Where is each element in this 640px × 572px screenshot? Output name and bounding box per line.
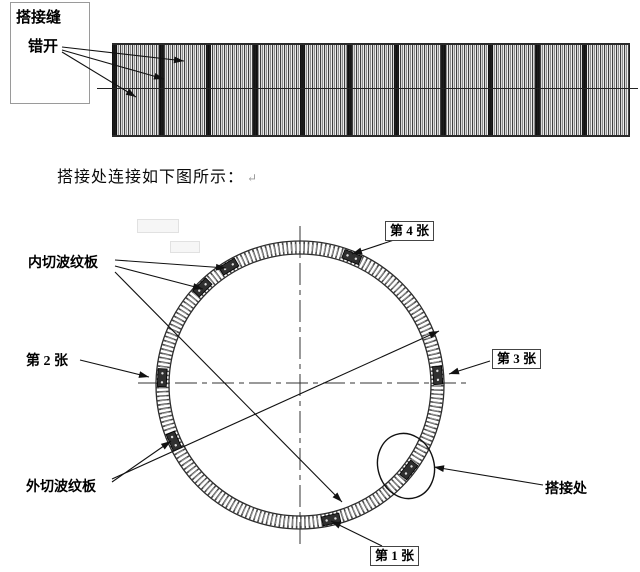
return-mark: ↵ — [247, 171, 259, 185]
label-sheet3: 第 3 张 — [492, 349, 542, 369]
ring-outer-edge — [155, 240, 445, 530]
ring-corrugation-light — [159, 244, 441, 526]
pipe-centerline — [97, 88, 638, 89]
seam-label-line2: 错开 — [28, 39, 59, 55]
seam-label-line1: 搭接缝 — [16, 10, 62, 26]
corrugated-pipe — [112, 43, 630, 137]
lap-joint-clamps — [156, 248, 444, 527]
seam-label-box: 搭接缝 错开 — [10, 2, 90, 104]
label-outer-plate: 外切波纹板 — [26, 480, 96, 495]
label-sheet4: 第 4 张 — [385, 221, 435, 241]
lap-joint-callout-ellipse — [376, 432, 436, 500]
label-inner-plate: 内切波纹板 — [28, 256, 98, 271]
faint-stamp — [137, 219, 179, 233]
caption-text: 搭接处连接如下图所示： — [57, 169, 245, 186]
caption: 搭接处连接如下图所示：↵ — [57, 163, 258, 187]
leader-arrows — [61, 46, 544, 547]
faint-stamp — [170, 241, 200, 253]
ring-inner-edge — [168, 253, 432, 517]
label-sheet2: 第 2 张 — [26, 354, 68, 369]
label-sheet1: 第 1 张 — [370, 546, 420, 566]
label-lap-joint: 搭接处 — [545, 482, 587, 497]
